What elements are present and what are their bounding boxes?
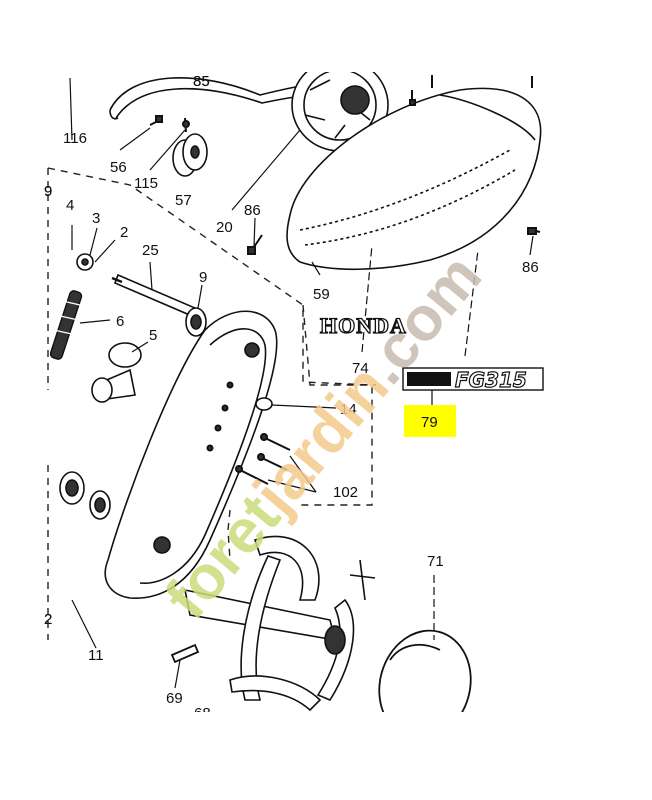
leader-lines — [69, 77, 534, 689]
assembly-outline-lower — [47, 465, 231, 640]
top-crop — [0, 0, 652, 72]
callout-9-top-visible: 9 — [44, 183, 52, 200]
left-crop — [0, 0, 44, 800]
highlight-box-79 — [404, 405, 456, 437]
model-decal: FG315 — [402, 367, 544, 393]
sprocket-5 — [91, 342, 142, 403]
callout-3: 3 — [92, 210, 100, 227]
callout-56: 56 — [110, 159, 127, 176]
callout-9-top: 9 — [44, 183, 52, 200]
bolt-115 — [182, 117, 190, 133]
callout-71: 71 — [427, 553, 444, 570]
bolt-86-left — [247, 234, 263, 255]
bolt-86-right — [527, 227, 541, 235]
honda-decal-text: HONDA — [320, 313, 407, 338]
callout-86-right: 86 — [522, 259, 539, 276]
callout-20: 20 — [216, 219, 233, 236]
callout-85: 85 — [193, 73, 210, 90]
bottom-crop — [0, 712, 652, 800]
callout-2-top: 2 — [120, 224, 128, 241]
callout-4: 4 — [66, 197, 74, 214]
assembly-outline-right — [302, 304, 376, 386]
bearing-lower — [59, 471, 111, 520]
chain-6 — [49, 290, 83, 360]
callout-74: 74 — [352, 360, 369, 377]
bearing-9 — [185, 307, 207, 337]
assembly-outline-left — [47, 167, 373, 506]
callout-25: 25 — [142, 242, 159, 259]
plug-14 — [255, 397, 273, 411]
callout-labels: 85 116 56 115 57 20 86 86 59 9 4 3 2 25 … — [44, 73, 539, 722]
callout-115: 115 — [134, 175, 158, 192]
pulley-cover — [286, 87, 542, 271]
shaft-25 — [111, 273, 197, 318]
gear-3 — [76, 253, 94, 271]
callout-11: 11 — [88, 647, 104, 664]
callout-116: 116 — [63, 130, 87, 147]
chain-case-11 — [104, 310, 278, 599]
bolt-56 — [149, 115, 163, 126]
model-decal-text: FG315 — [455, 368, 527, 392]
callout-86-left: 86 — [244, 202, 261, 219]
pin-69 — [170, 643, 200, 664]
callout-2-bottom: 2 — [44, 611, 52, 628]
callout-14: 14 — [340, 401, 357, 418]
callout-9-mid: 9 — [199, 269, 207, 286]
spacer-57 — [172, 133, 208, 177]
callout-102: 102 — [333, 484, 358, 501]
callout-85-visible: 85 — [193, 73, 210, 90]
top-bolts — [409, 75, 533, 106]
honda-decal: HONDA — [319, 312, 407, 338]
callout-5: 5 — [149, 327, 157, 344]
tine-assembly — [183, 535, 376, 712]
case-bolts-102 — [206, 381, 291, 485]
callout-57: 57 — [175, 192, 192, 209]
callout-59: 59 — [313, 286, 330, 303]
callout-79: 79 — [421, 414, 438, 431]
callout-69: 69 — [166, 690, 183, 707]
callout-6: 6 — [116, 313, 124, 330]
callout-2-bottom-visible: 2 — [44, 611, 52, 628]
